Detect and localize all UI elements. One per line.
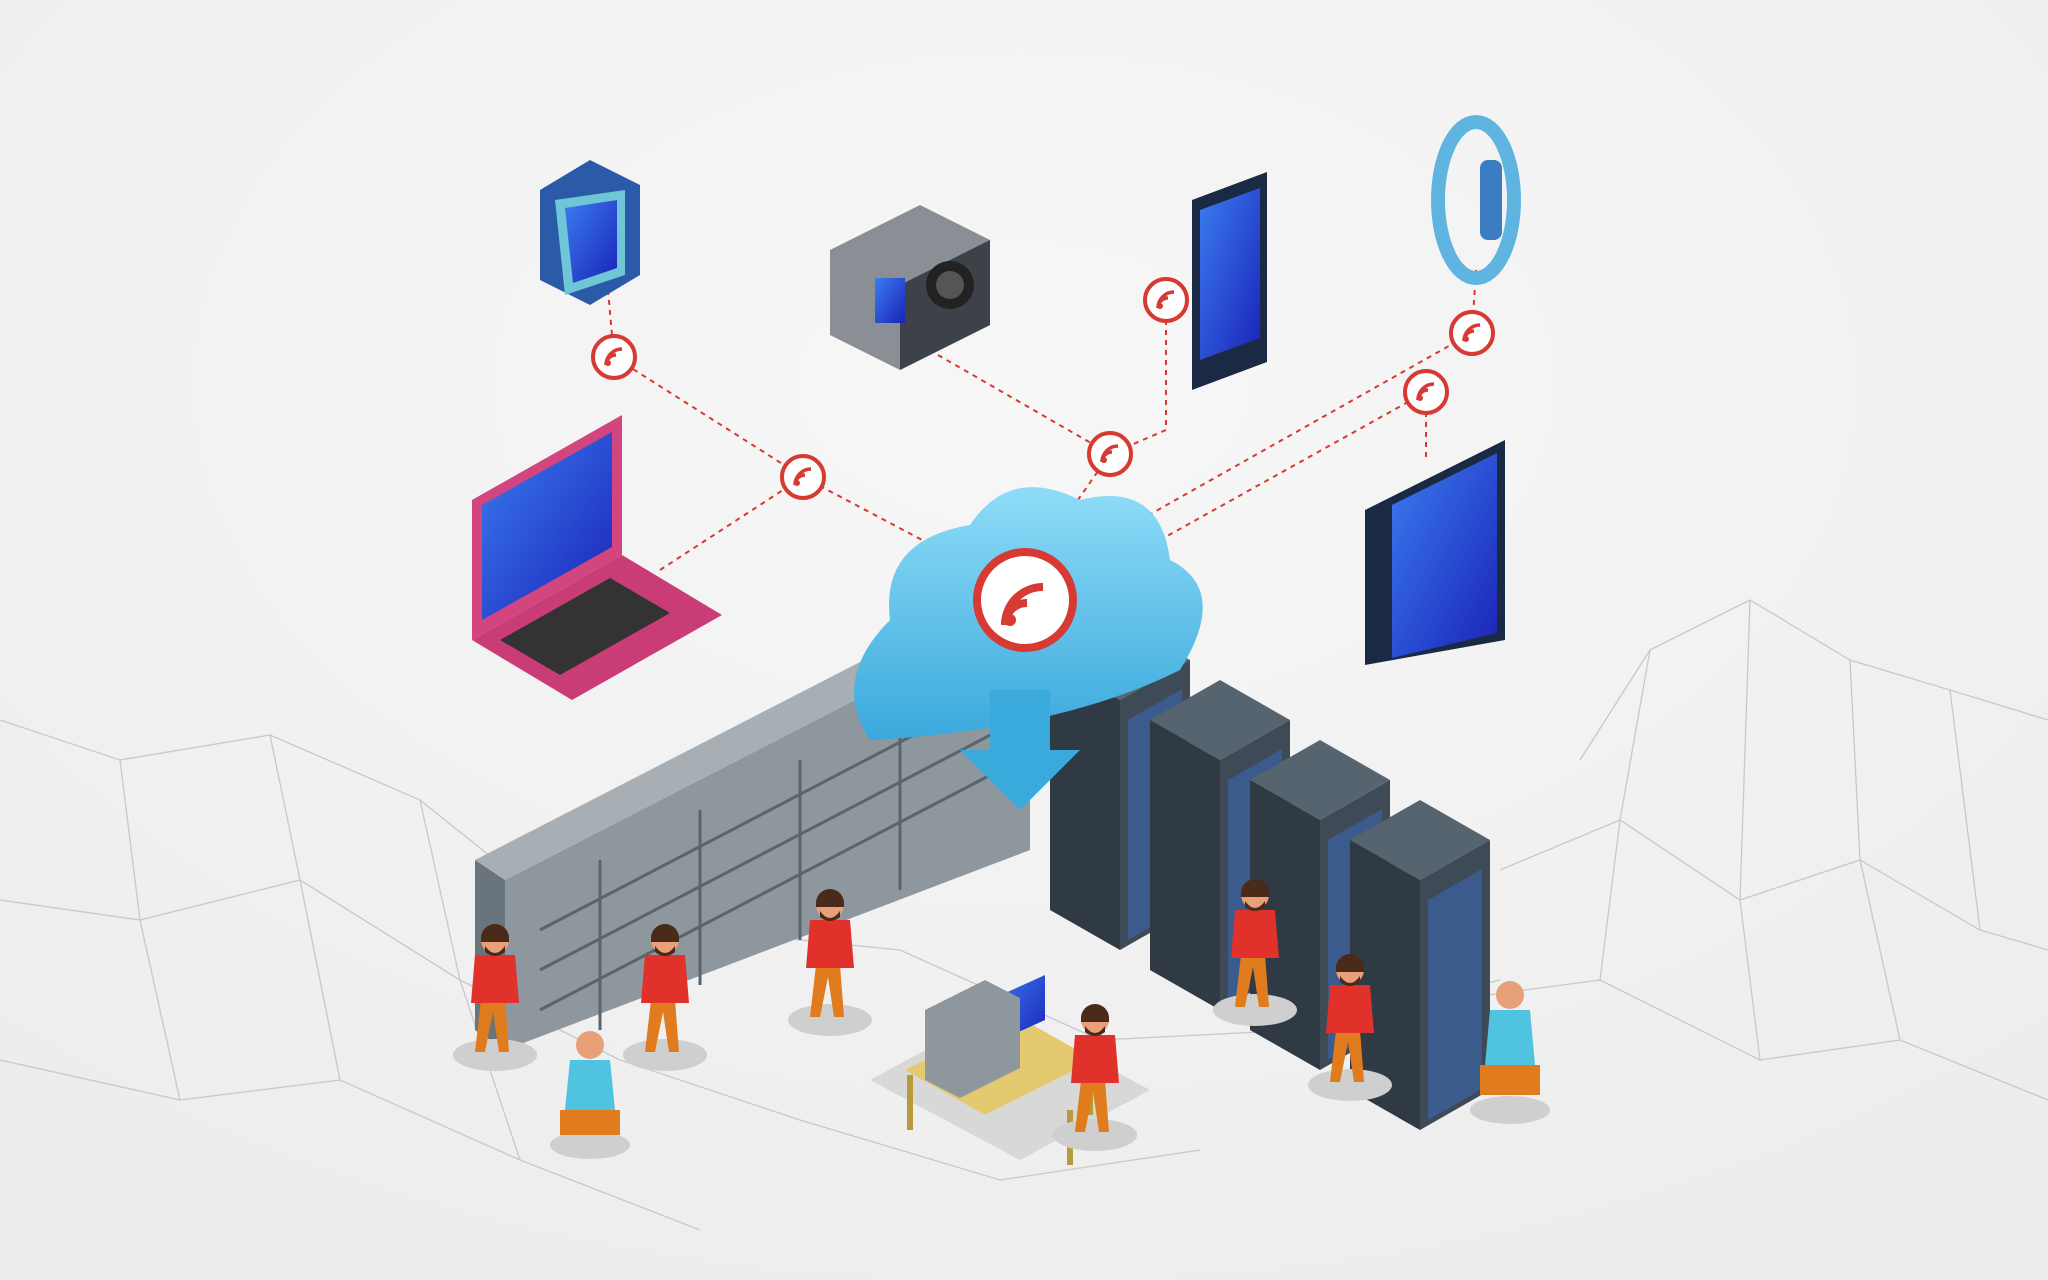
technician-figure	[1470, 981, 1550, 1124]
action-camera-icon	[830, 205, 990, 370]
laptop-icon	[472, 415, 722, 700]
technician-figure	[550, 1031, 630, 1159]
wifi-icon	[1449, 310, 1495, 356]
wifi-icon	[780, 454, 826, 500]
wifi-icon	[591, 334, 637, 380]
smartwatch-icon	[540, 160, 640, 305]
wifi-icon	[1087, 431, 1133, 477]
wifi-icon	[1143, 277, 1189, 323]
cloud-icon	[854, 487, 1203, 810]
smartphone-icon	[1192, 172, 1267, 390]
tablet-icon	[1365, 440, 1505, 665]
fitness-band-icon	[1431, 115, 1521, 285]
wifi-icon	[1403, 369, 1449, 415]
